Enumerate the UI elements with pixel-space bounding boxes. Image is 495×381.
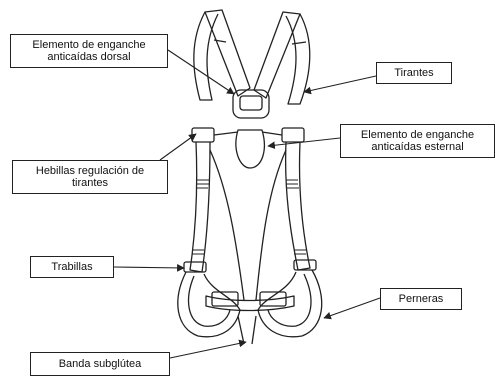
label-esternal-line2: anticaídas esternal <box>371 141 463 153</box>
label-perneras: Perneras <box>399 293 444 305</box>
label-trabillas: Trabillas <box>51 261 92 273</box>
label-sternal-attachment: Elemento de enganche anticaídas esternal <box>340 124 495 158</box>
right-torso-strap <box>286 142 310 270</box>
right-buckle <box>282 128 304 142</box>
sternal-ring <box>236 130 264 168</box>
label-dorsal-line2: anticaídas dorsal <box>47 51 130 63</box>
label-leg-straps: Perneras <box>380 288 462 310</box>
left-shoulder-strap <box>205 10 250 96</box>
label-subgluteal-band: Banda subglútea <box>30 352 170 376</box>
right-front-strap <box>286 14 310 104</box>
left-front-strap <box>194 12 218 100</box>
label-strap-buckles: Hebillas regulación de tirantes <box>12 160 168 194</box>
label-tirantes: Tirantes <box>394 67 433 79</box>
label-loops: Trabillas <box>30 256 114 278</box>
label-banda: Banda subglútea <box>59 358 142 370</box>
label-dorsal-attachment: Elemento de enganche anticaídas dorsal <box>10 34 168 68</box>
label-hebillas-line1: Hebillas regulación de <box>36 165 144 177</box>
subgluteal-band <box>206 296 294 311</box>
label-shoulder-straps: Tirantes <box>376 62 452 84</box>
dorsal-plate <box>233 90 269 118</box>
left-torso-strap <box>190 142 210 272</box>
label-dorsal-line1: Elemento de enganche <box>32 39 145 51</box>
harness-illustration <box>178 10 322 344</box>
left-leg-loop <box>178 272 240 337</box>
label-hebillas-line2: tirantes <box>72 177 108 189</box>
label-esternal-line1: Elemento de enganche <box>361 129 474 141</box>
